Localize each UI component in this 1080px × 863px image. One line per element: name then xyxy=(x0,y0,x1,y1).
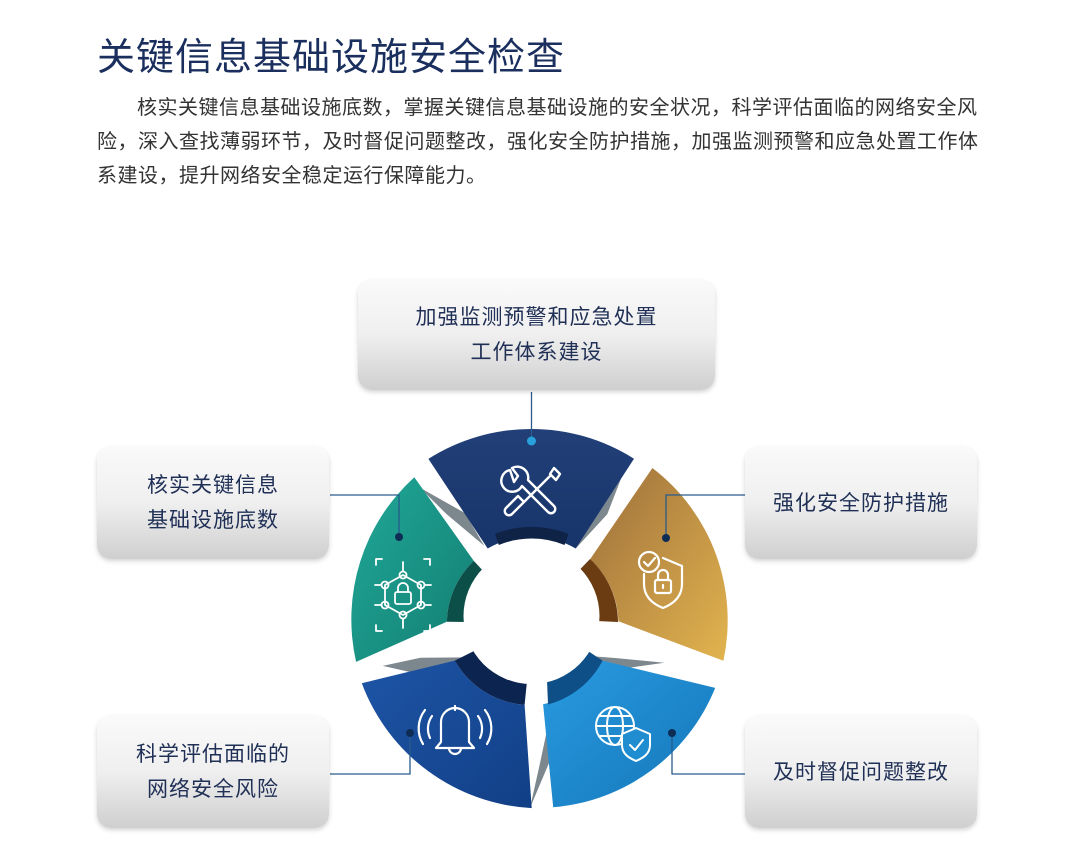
leader-bottom-left xyxy=(330,734,411,775)
inner-band-top xyxy=(495,526,569,545)
inner-band-bottom-left xyxy=(454,651,527,705)
segment-left xyxy=(351,477,474,662)
segment-top xyxy=(428,428,634,549)
leader-bottom-right xyxy=(671,734,745,775)
page-title: 关键信息基础设施安全检查 xyxy=(97,35,566,79)
connector-bottom-right-bottom-left xyxy=(530,716,550,808)
label-box-left: 核实关键信息 基础设施底数 xyxy=(97,447,329,559)
inner-band-right xyxy=(578,559,618,622)
label-box-bottom-right: 及时督促问题整改 xyxy=(745,716,977,828)
leader-right xyxy=(665,494,745,537)
connector-bottom-left-left xyxy=(382,657,467,677)
inner-band-bottom-right xyxy=(547,651,603,705)
label-top-line1: 加强监测预警和应急处置 xyxy=(415,305,658,329)
network-lock-icon xyxy=(374,558,432,632)
connector-left-top xyxy=(420,487,485,546)
globe-shield-icon xyxy=(595,706,651,762)
alarm-bell-icon xyxy=(417,704,493,756)
label-top-line2: 工作体系建设 xyxy=(470,340,603,364)
ring-center xyxy=(463,548,600,684)
label-bottom-left-line1: 科学评估面临的 xyxy=(136,742,290,766)
intro-paragraph: 核实关键信息基础设施底数，掌握关键信息基础设施的安全状况，科学评估面临的网络安全… xyxy=(97,95,979,187)
wrench-screwdriver-icon xyxy=(500,465,562,517)
segment-bottom-left xyxy=(361,660,532,809)
label-box-right: 强化安全防护措施 xyxy=(745,447,977,559)
leader-dot-right xyxy=(662,534,670,542)
label-left-line1: 核实关键信息 xyxy=(147,473,279,497)
leader-left xyxy=(330,494,400,535)
leader-lines xyxy=(330,392,745,775)
leader-dot-bottom-right xyxy=(668,729,676,737)
inner-band-left xyxy=(446,560,486,622)
connector-right-bottom-right xyxy=(579,655,665,670)
leader-dot-left xyxy=(395,533,403,541)
label-right-line1: 强化安全防护措施 xyxy=(773,490,949,515)
leader-dot-top xyxy=(527,436,536,446)
leader-dot-bottom-left xyxy=(406,729,414,737)
shield-check-icon xyxy=(637,550,684,610)
label-bottom-right-line1: 及时督促问题整改 xyxy=(773,759,949,784)
label-box-bottom-left: 科学评估面临的 网络安全风险 xyxy=(97,716,329,828)
label-left-line2: 基础设施底数 xyxy=(147,508,279,532)
label-box-top: 加强监测预警和应急处置 工作体系建设 xyxy=(358,280,715,390)
label-bottom-left-line2: 网络安全风险 xyxy=(147,777,279,801)
